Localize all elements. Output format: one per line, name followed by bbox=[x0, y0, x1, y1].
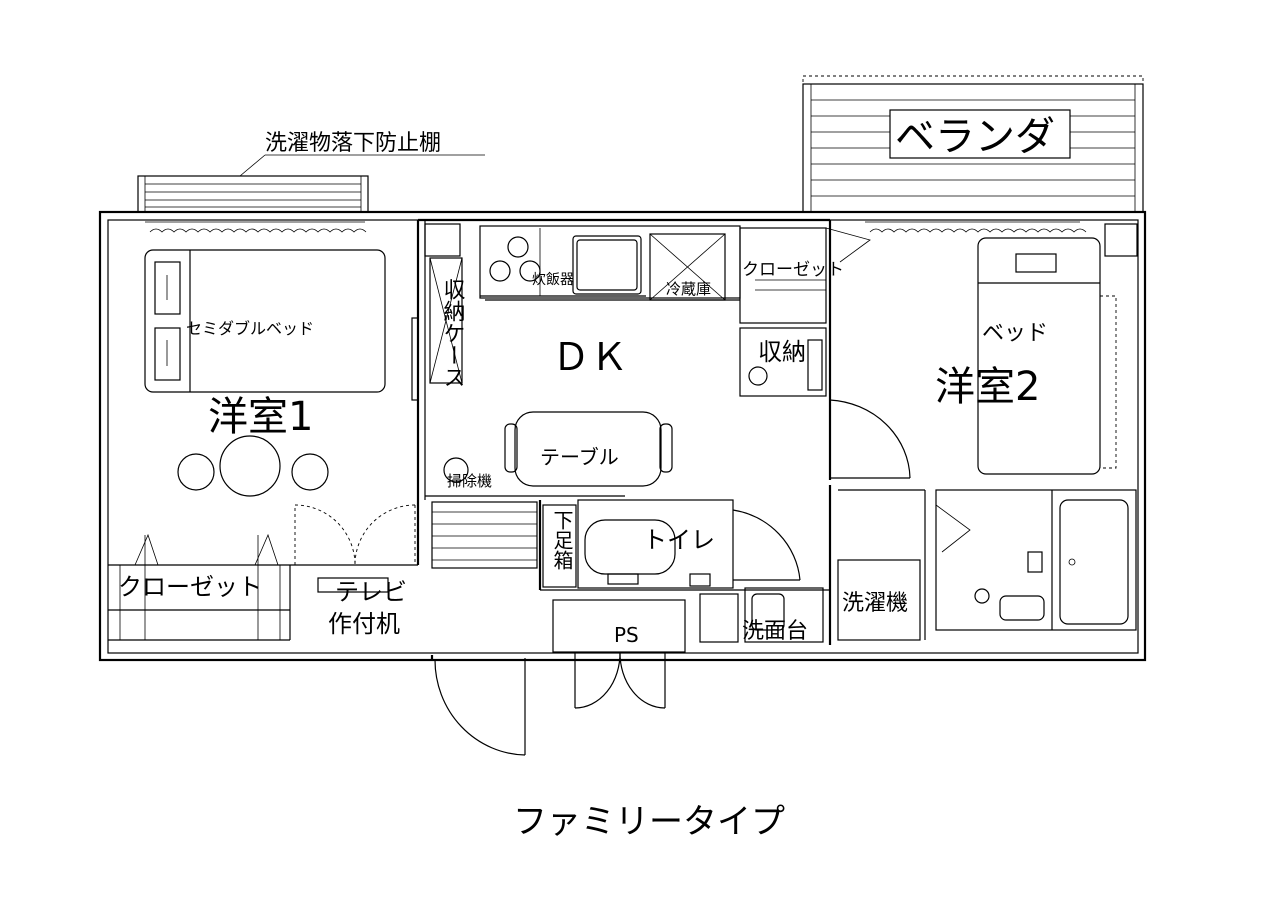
rice-cooker-label: 炊飯器 bbox=[532, 271, 574, 288]
shoe-box bbox=[542, 504, 577, 588]
bathroom bbox=[935, 489, 1137, 631]
washing-machine-label: 洗濯機 bbox=[842, 591, 908, 616]
wash-area bbox=[540, 485, 832, 645]
semi-double-bed-label: セミダブルベッド bbox=[186, 319, 314, 338]
storage-case bbox=[429, 257, 463, 384]
fall-guard-label: 洗濯物落下防止棚 bbox=[265, 131, 441, 156]
toilet-room bbox=[577, 499, 801, 589]
veranda-label: ベランダ bbox=[895, 114, 1055, 160]
western-room-1-label: 洋室1 bbox=[208, 394, 313, 440]
closet-room1-label: クローゼット bbox=[118, 573, 262, 601]
storage bbox=[739, 327, 827, 397]
caption: ファミリータイプ bbox=[513, 802, 785, 842]
tv-desk-label-1: テレビ bbox=[335, 578, 407, 606]
veranda bbox=[802, 75, 1144, 213]
western-room-2-label: 洋室2 bbox=[935, 364, 1040, 410]
semi-double-bed bbox=[144, 249, 386, 393]
storage-case-label: 収納ケース bbox=[440, 278, 466, 388]
closet-dk-label: クローゼット bbox=[742, 260, 844, 280]
storage-label: 収納 bbox=[758, 338, 806, 366]
room2-pillar bbox=[1104, 223, 1138, 257]
tv-desk-label-2: 作付机 bbox=[328, 610, 400, 638]
bed-label: ベッド bbox=[982, 321, 1048, 346]
bed bbox=[977, 237, 1117, 475]
room1-walls bbox=[411, 220, 461, 565]
vacuum-symbol bbox=[443, 457, 469, 483]
ps-shaft bbox=[552, 599, 686, 709]
closet-dk bbox=[739, 227, 871, 324]
dk-bottom bbox=[425, 495, 625, 590]
dk-label: ＤＫ bbox=[552, 335, 628, 379]
ps-label: PS bbox=[614, 623, 639, 647]
curtains bbox=[145, 221, 1087, 233]
dining-table bbox=[504, 411, 673, 487]
tv-desk bbox=[294, 504, 416, 593]
shoe-box-label: 下足箱 bbox=[550, 510, 574, 570]
table-label: テーブル bbox=[540, 445, 619, 469]
room2-walls bbox=[828, 220, 911, 480]
fridge-label: 冷蔵庫 bbox=[666, 280, 711, 298]
kitchen-counter bbox=[418, 218, 830, 301]
fall-guard-rail bbox=[137, 154, 485, 213]
washbasin-label: 洗面台 bbox=[742, 619, 808, 644]
toilet-label: トイレ bbox=[643, 526, 715, 554]
vacuum-label: 掃除機 bbox=[447, 472, 492, 490]
round-table bbox=[177, 435, 329, 497]
entrance-door bbox=[430, 655, 526, 756]
washing-machine bbox=[837, 559, 921, 641]
closet-room1 bbox=[108, 533, 418, 641]
